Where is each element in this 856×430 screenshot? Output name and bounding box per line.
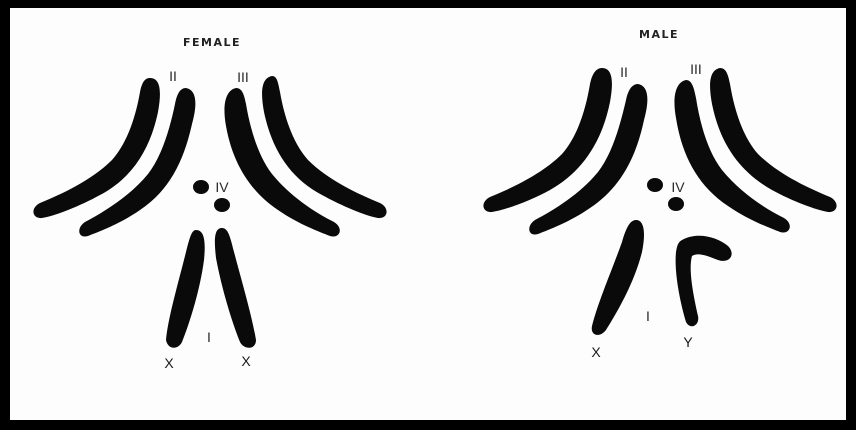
female-chromosome-x-right [215, 228, 256, 348]
male-label-pair4: IV [671, 179, 685, 195]
male-chromosome-4a [647, 178, 663, 192]
female-label-pair4: IV [215, 179, 229, 195]
male-chromosome-4b [668, 197, 684, 211]
female-chromosome-4b [214, 198, 230, 212]
female-chromosome-4a [193, 180, 209, 194]
male-chromosome-y [676, 236, 732, 327]
male-label-pair3: III [690, 61, 702, 77]
female-label-x-left: X [164, 355, 174, 371]
female-label-pair3: III [237, 69, 249, 85]
male-label-pair1: I [646, 308, 650, 324]
female-karyotype: FEMALE II III IV I X X [33, 36, 386, 371]
female-chromosome-x-left [166, 230, 205, 348]
male-karyotype: MALE II III IV I X Y [483, 28, 836, 360]
male-title: MALE [639, 28, 679, 41]
male-label-x: X [591, 344, 601, 360]
male-label-pair2: II [620, 64, 628, 80]
male-label-y: Y [683, 334, 693, 350]
female-label-pair2: II [169, 68, 177, 84]
female-label-x-right: X [241, 353, 251, 369]
female-title: FEMALE [183, 36, 241, 49]
female-label-pair1: I [207, 329, 211, 345]
male-chromosome-x [592, 220, 644, 335]
